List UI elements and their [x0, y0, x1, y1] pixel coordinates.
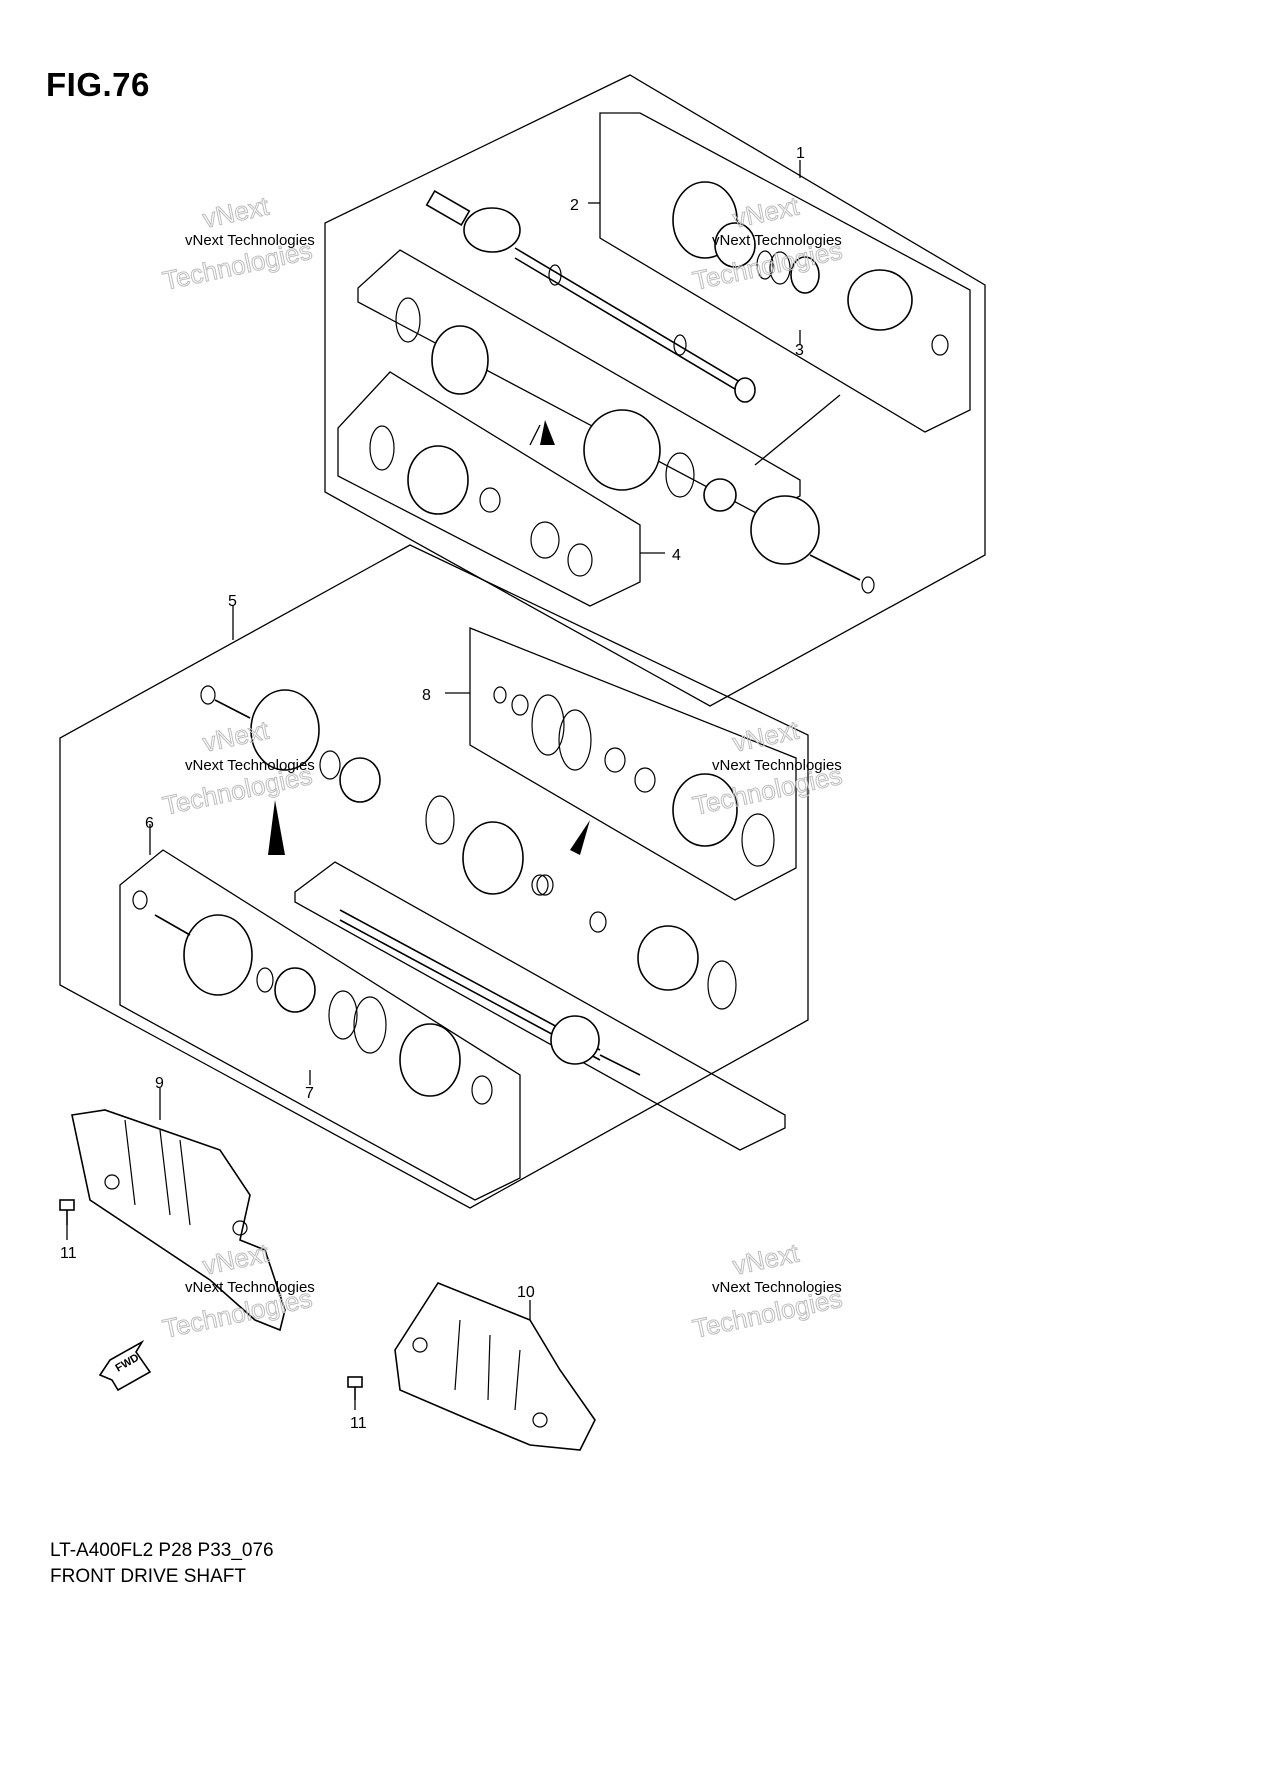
callout-2: 2 [570, 197, 579, 214]
arrow-marker [540, 420, 555, 445]
guard-plate-9 [71, 1109, 286, 1332]
watermark-mid-right: vNext Technologies vNext Technologies [690, 714, 846, 821]
callout-9: 9 [155, 1075, 164, 1092]
callout-4: 4 [672, 547, 681, 564]
watermark-line1: vNext [730, 1238, 802, 1281]
watermark-company: vNext Technologies [185, 232, 315, 249]
watermark-company: vNext Technologies [712, 232, 842, 249]
forward-direction-arrow: FWD [98, 1339, 152, 1392]
leader-lines [66, 160, 801, 1410]
lower-assembly-frame [59, 544, 809, 1209]
lower-boot-kit-8 [493, 686, 775, 867]
upper-outer-joint [529, 394, 875, 594]
model-code: LT-A400FL2 P28 P33_076 [50, 1540, 274, 1561]
watermark-company: vNext Technologies [712, 1279, 842, 1296]
callout-7: 7 [305, 1085, 314, 1102]
figure-title: FIG.76 [46, 66, 150, 103]
watermark-line1: vNext [730, 715, 802, 758]
arrow-marker [268, 800, 285, 855]
callout-1: 1 [796, 145, 805, 162]
watermark-bottom-left: vNext Technologies vNext Technologies [160, 1237, 316, 1344]
lower-drive-shaft [268, 800, 737, 1076]
watermark-company: vNext Technologies [185, 757, 315, 774]
callout-11-right: 11 [350, 1415, 367, 1432]
upper-assembly-frame [324, 74, 986, 707]
watermark-top-left: vNext Technologies vNext Technologies [160, 190, 316, 296]
callout-5: 5 [228, 593, 237, 610]
callout-10: 10 [517, 1284, 535, 1301]
watermark-company: vNext Technologies [712, 757, 842, 774]
watermark-line1: vNext [200, 191, 272, 234]
callout-11-left: 11 [60, 1245, 77, 1262]
callout-numbers: 1 2 3 4 5 6 7 8 9 10 11 11 [60, 145, 805, 1432]
diagram-footer: LT-A400FL2 P28 P33_076 FRONT DRIVE SHAFT [50, 1538, 274, 1590]
upper-boot-kit-1 [672, 181, 949, 356]
bolt-11-right [347, 1376, 363, 1400]
arrow-marker [570, 820, 590, 855]
lower-inner-joint-kit-6-7 [132, 890, 493, 1105]
watermark-bottom-right: vNext Technologies vNext Technologies [690, 1237, 846, 1344]
lower-outer-joint [200, 685, 549, 896]
section-name: FRONT DRIVE SHAFT [50, 1566, 246, 1587]
upper-drive-shaft [425, 189, 756, 403]
guard-plate-10 [394, 1282, 596, 1451]
callout-8: 8 [422, 687, 431, 704]
watermark-company: vNext Technologies [185, 1279, 315, 1296]
upper-boot-set-4 [369, 297, 593, 577]
callout-3: 3 [795, 342, 804, 359]
callout-6: 6 [145, 815, 154, 832]
bolt-11-left [59, 1199, 75, 1225]
watermark-line1: vNext [730, 191, 802, 234]
